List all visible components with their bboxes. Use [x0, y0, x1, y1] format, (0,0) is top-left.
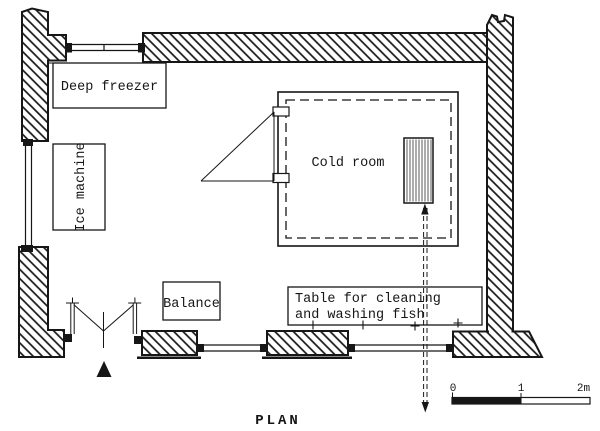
- left-window: [24, 146, 33, 245]
- plan-title: PLAN: [255, 413, 301, 429]
- walls: [18, 7, 544, 358]
- cold-room-insulation-dashed: [285, 99, 452, 239]
- ice-machine-label: Ice machine: [74, 142, 89, 231]
- entrance-double-door: [66, 297, 142, 348]
- deep-freezer-box: [52, 62, 167, 109]
- door-leaf-right: [103, 304, 134, 332]
- section-line: [421, 203, 429, 413]
- deep-freezer-label: Deep freezer: [61, 80, 158, 95]
- equipment-boxes: Deep freezer Ice machine Balance Table f…: [52, 62, 483, 331]
- scale-bar: 0 1 2m: [450, 383, 591, 405]
- entrance-direction-marker: [96, 361, 112, 377]
- scale-tick-0: 0: [450, 383, 457, 395]
- evaporator-unit: [403, 137, 434, 204]
- right-wall-footing: [452, 330, 544, 358]
- bottom-pier-2: [266, 330, 349, 356]
- top-wall: [142, 32, 490, 63]
- cold-room-door-jamb-top: [272, 106, 290, 117]
- bottom-window-1: [197, 344, 267, 352]
- wall-joint-cover: [489, 329, 512, 334]
- bottom-window-2: [348, 344, 453, 352]
- cleaning-table-label-line2: and washing fish: [295, 308, 425, 323]
- window-jambs: [21, 43, 453, 352]
- table-cross-marks: [308, 318, 463, 331]
- bottom-pier-1: [141, 330, 198, 356]
- scale-tick-1: 1: [518, 383, 525, 395]
- cold-room-door-jamb-bottom: [272, 172, 290, 184]
- section-arrow-up: [421, 203, 429, 215]
- cleaning-table-label-line1: Table for cleaning: [295, 292, 441, 307]
- door-leaf-left: [73, 304, 104, 332]
- right-wall: [486, 13, 514, 334]
- balance-box: [162, 281, 221, 321]
- cold-room-door-swing: [200, 111, 275, 182]
- cleaning-table-box: [287, 286, 483, 326]
- section-arrow-down: [421, 402, 429, 413]
- cold-room-outline: [277, 91, 459, 247]
- cold-room-label: Cold room: [312, 156, 385, 171]
- scale-tick-2: 2m: [577, 383, 591, 395]
- left-wall-lower: [18, 246, 65, 358]
- cold-room: Cold room: [200, 91, 459, 247]
- balance-label: Balance: [163, 297, 220, 312]
- ice-machine-box: [52, 143, 106, 231]
